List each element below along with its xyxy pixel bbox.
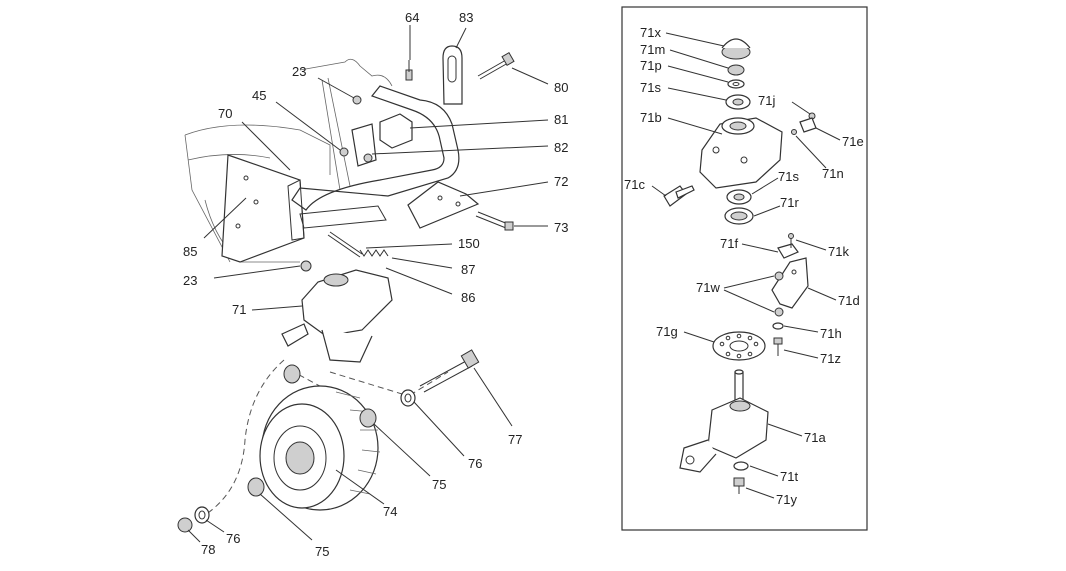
callout-83: 83 (459, 10, 473, 25)
spacer-75-bottom (247, 477, 265, 497)
bracket-83 (442, 45, 463, 105)
callout-77: 77 (508, 432, 522, 447)
callout-71s-mid: 71s (778, 169, 799, 184)
callout-76-right: 76 (468, 456, 482, 471)
index-plate-71g (712, 331, 766, 361)
callout-45: 45 (252, 88, 266, 103)
callout-71j: 71j (758, 93, 775, 108)
pin-150 (327, 231, 363, 258)
callout-71m: 71m (640, 42, 665, 57)
pin-71k (788, 233, 794, 248)
nuts-71w (774, 271, 784, 317)
callout-70: 70 (218, 106, 232, 121)
caster-detail-panel: 71x 71m 71p 71s 71j 71b 71e 71n 71c 71s … (621, 6, 868, 531)
callout-71e: 71e (842, 134, 864, 149)
block-71f (777, 243, 799, 259)
bolt-71y (733, 477, 745, 494)
frame-bracket-85 (221, 154, 305, 263)
nut-78 (177, 517, 193, 533)
housing-71b (699, 117, 783, 189)
spacer-75-left (283, 364, 301, 384)
callout-86: 86 (461, 290, 475, 305)
handle-frame-70 (291, 85, 460, 211)
callout-82: 82 (554, 140, 568, 155)
spring-87 (359, 249, 389, 257)
washer-71h (772, 322, 784, 330)
callout-85: 85 (183, 244, 197, 259)
main-assembly: 64 83 23 80 45 70 81 82 72 85 73 150 23 … (177, 10, 568, 559)
callout-64: 64 (405, 10, 419, 25)
callout-150: 150 (458, 236, 480, 251)
caster-fork-71a (679, 369, 769, 473)
callout-71c: 71c (624, 177, 645, 192)
callout-71h: 71h (820, 326, 842, 341)
wheel-74 (259, 385, 381, 511)
callout-76-left: 76 (226, 531, 240, 546)
bearing-71s-top (725, 94, 751, 110)
callout-73: 73 (554, 220, 568, 235)
knob-71c (663, 185, 695, 207)
callout-71: 71 (232, 302, 246, 317)
callout-23-top: 23 (292, 64, 306, 79)
callout-78: 78 (201, 542, 215, 557)
callout-87: 87 (461, 262, 475, 277)
bearing-race-71r (724, 207, 754, 225)
detail-frame (621, 6, 868, 531)
callout-71s-top: 71s (640, 80, 661, 95)
bracket-71d (771, 257, 809, 309)
caster-housing-71 (281, 269, 393, 363)
washer-71t (733, 461, 749, 471)
callout-75-right: 75 (432, 477, 446, 492)
callout-71y: 71y (776, 492, 797, 507)
detail-leader-lines (651, 32, 841, 499)
callout-75-bottom: 75 (315, 544, 329, 559)
callout-71k: 71k (828, 244, 849, 259)
assembly-guide-lines (204, 359, 449, 516)
callout-81: 81 (554, 112, 568, 127)
callout-71p: 71p (640, 58, 662, 73)
bearing-71s-mid (726, 189, 752, 205)
nut-23-top (352, 95, 362, 105)
mower-deck-outline (184, 58, 393, 263)
callout-71d: 71d (838, 293, 860, 308)
callout-23-bottom: 23 (183, 273, 197, 288)
callout-71w: 71w (696, 280, 720, 295)
plate-72 (407, 181, 480, 229)
bracket-82 (351, 123, 377, 167)
callout-71x: 71x (640, 25, 661, 40)
callout-71r: 71r (780, 195, 799, 210)
callout-71t: 71t (780, 469, 798, 484)
main-leader-lines (187, 25, 549, 543)
clip-71e (799, 117, 817, 133)
callout-71f: 71f (720, 236, 738, 251)
block-81 (379, 113, 413, 149)
washer-76-left (194, 506, 210, 524)
callout-71b: 71b (640, 110, 662, 125)
bolt-77 (419, 349, 480, 393)
bolt-64 (405, 60, 413, 81)
bolt-71z (773, 337, 783, 356)
callout-71n: 71n (822, 166, 844, 181)
nut-23-bottom (300, 260, 312, 272)
washer-76-right (400, 389, 416, 407)
callout-71a: 71a (804, 430, 826, 445)
callout-74: 74 (383, 504, 397, 519)
washer-71p (727, 79, 745, 89)
callout-71z: 71z (820, 351, 841, 366)
nut-45 (339, 147, 349, 157)
callout-72: 72 (554, 174, 568, 189)
bolt-80 (477, 51, 515, 80)
callout-80: 80 (554, 80, 568, 95)
spacer-75-right (359, 408, 377, 428)
dust-cap-71x (721, 38, 751, 60)
bolt-73 (475, 211, 514, 231)
nut-71m (727, 64, 745, 76)
nut-71n (791, 129, 797, 135)
callout-71g: 71g (656, 324, 678, 339)
